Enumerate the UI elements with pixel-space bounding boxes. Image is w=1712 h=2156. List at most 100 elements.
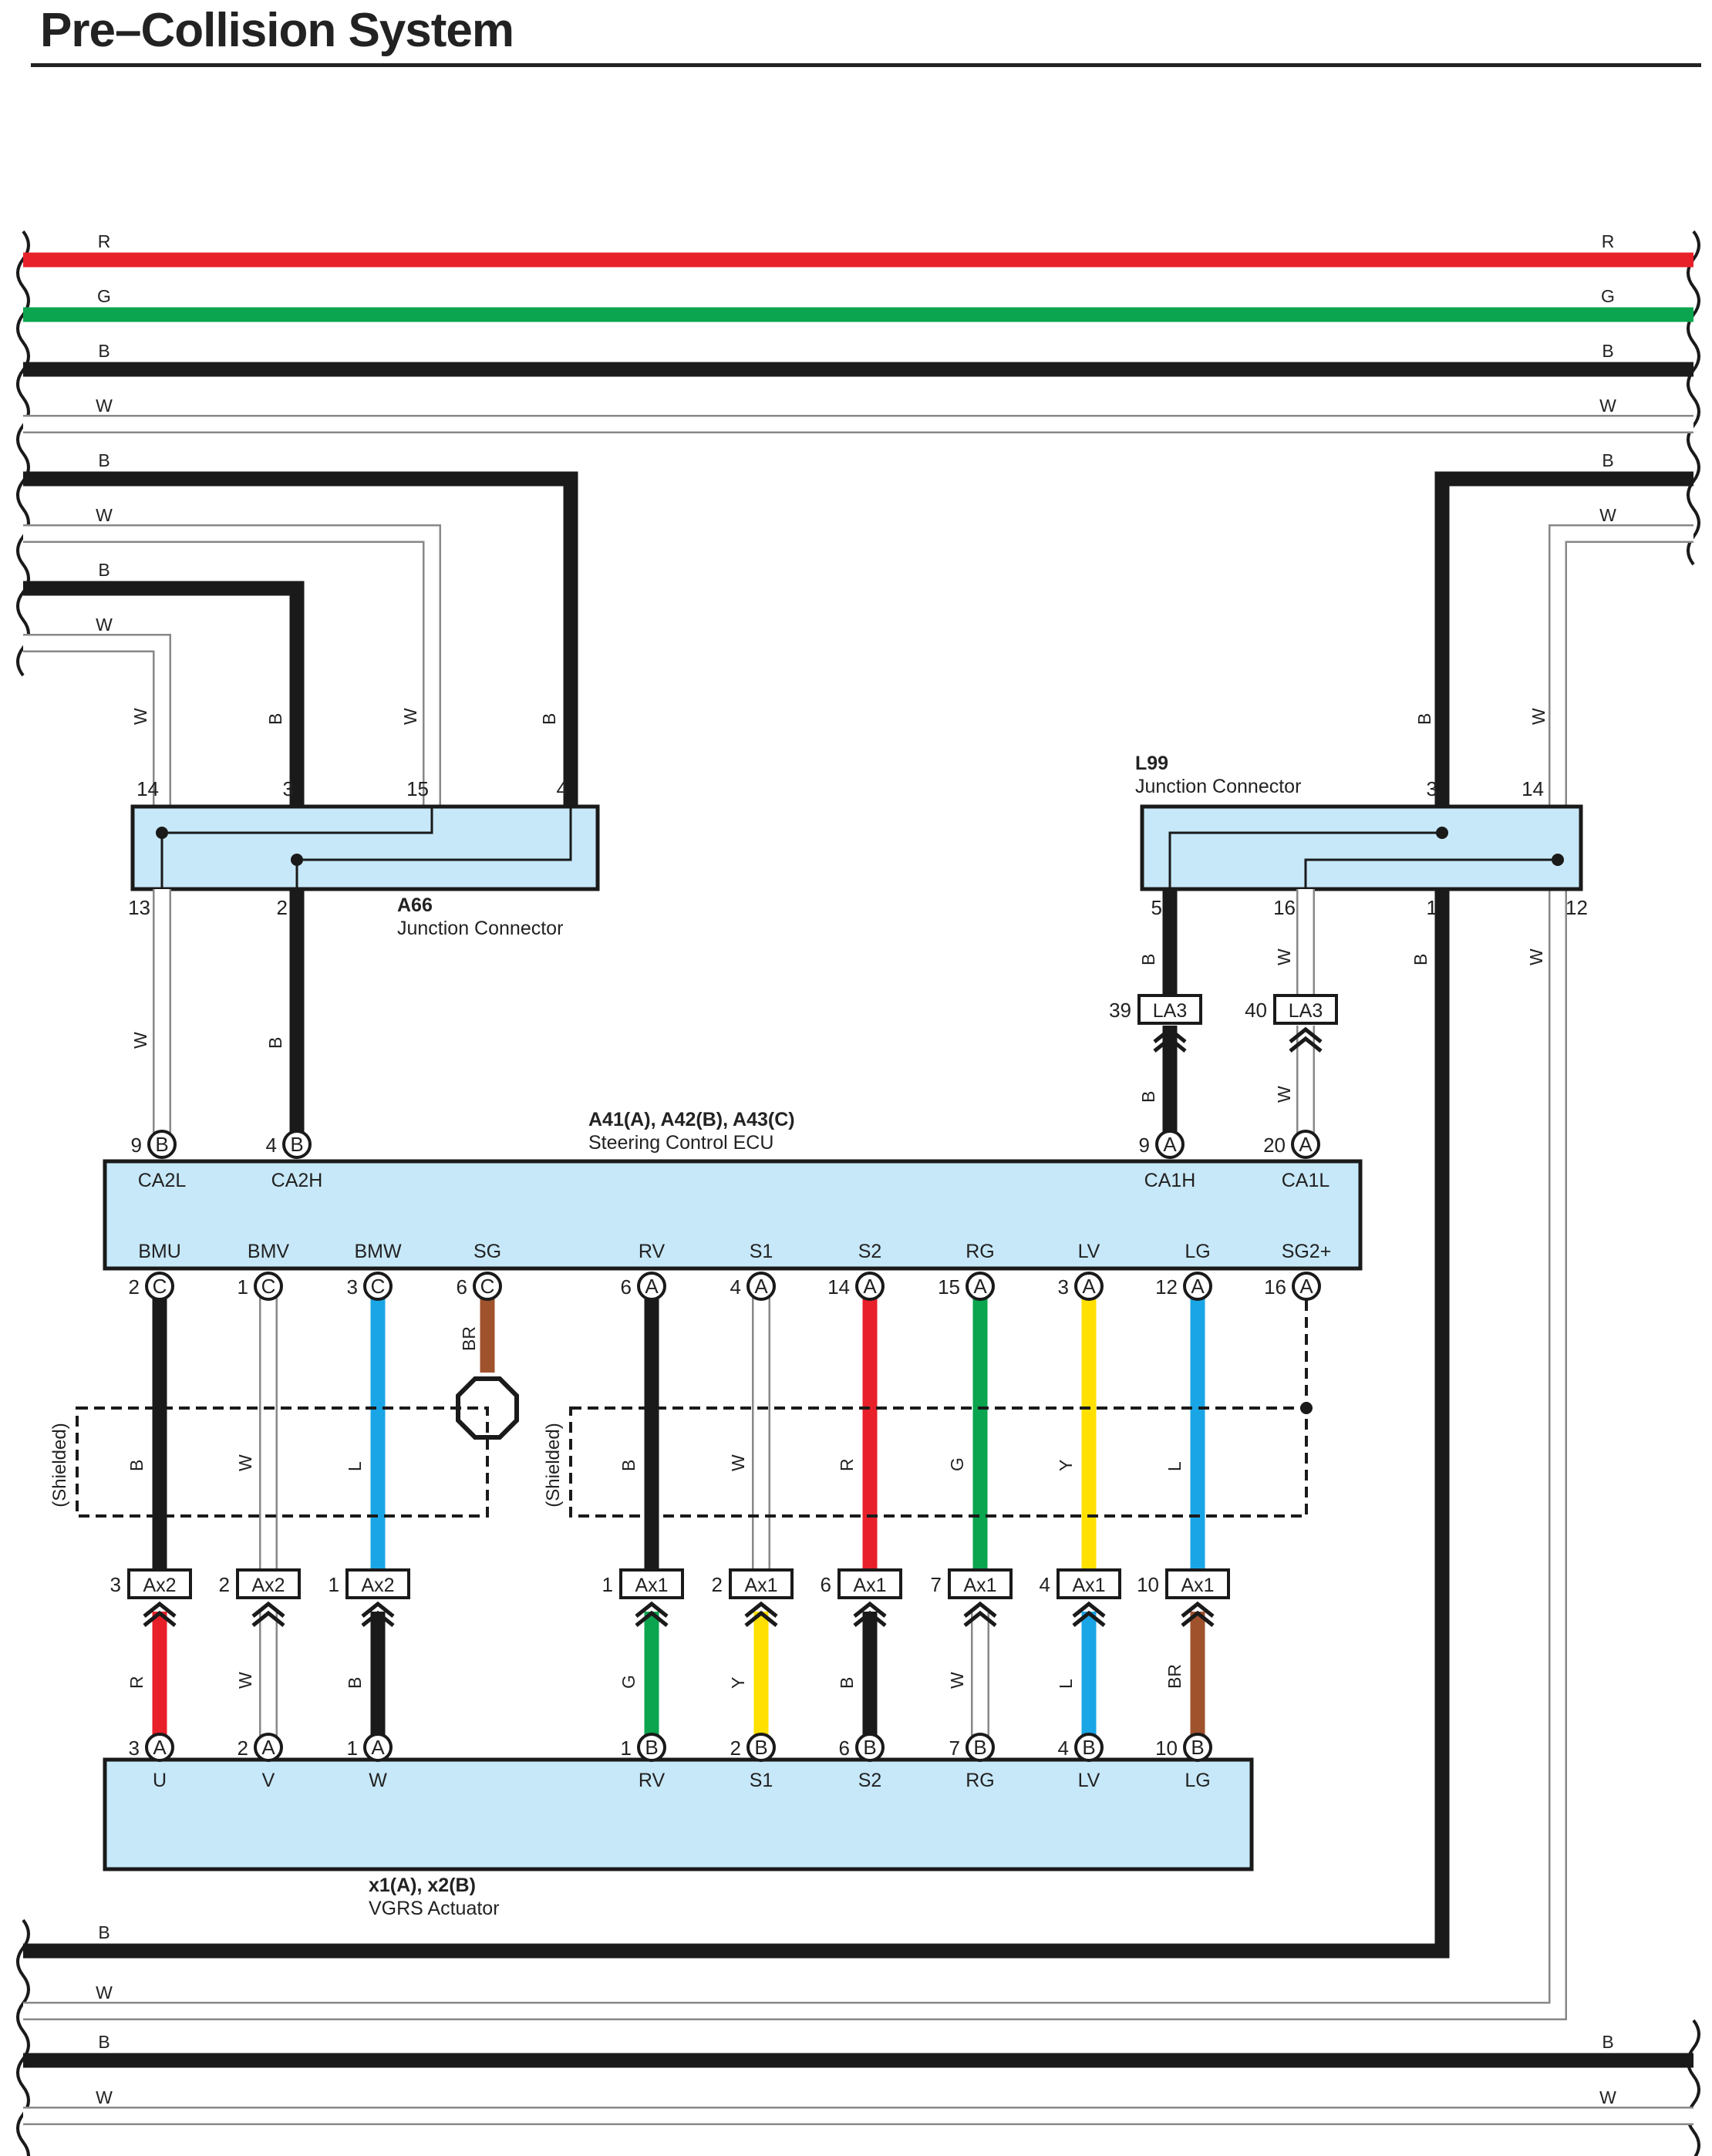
bus-label-left: W [96, 615, 113, 635]
bus-label-right: B [1602, 450, 1613, 470]
continuation-break-mark [1687, 2019, 1700, 2156]
title-rule [31, 63, 1701, 67]
ax-out-wire-label: R [126, 1676, 147, 1689]
a66-top-pin: 14 [136, 777, 159, 800]
terminal-pin-number: 9 [131, 1134, 142, 1157]
terminal-connector-letter: A [1299, 1133, 1313, 1156]
shielded-label: (Shielded) [543, 1423, 564, 1507]
a66-top-pin: 4 [557, 777, 568, 800]
actuator-terminal-label: S2 [858, 1770, 882, 1791]
terminal-connector-letter: C [371, 1275, 386, 1298]
connector-chevron [143, 1610, 177, 1627]
continuation-break-mark [16, 1919, 30, 2156]
terminal-pin-number: 20 [1263, 1134, 1286, 1157]
ecu-code: A41(A), A42(B), A43(C) [588, 1109, 795, 1130]
ecu-top-terminal-label: CA2H [271, 1170, 323, 1191]
continuation-break-mark [16, 230, 30, 677]
terminal-pin-number: 15 [938, 1275, 960, 1299]
connector-chevron [744, 1610, 778, 1627]
terminal-circle [1074, 1272, 1104, 1301]
a66-wire-label: B [265, 713, 285, 725]
connector-chevron [1153, 1036, 1187, 1053]
a66-feed-b3 [23, 581, 305, 808]
terminal-pin-number: 9 [1139, 1134, 1150, 1157]
terminal-circle [147, 1130, 177, 1159]
a66-feed-w15-outline [23, 524, 441, 808]
inline-connector-box [948, 1568, 1013, 1599]
inline-connector-pin: 10 [1137, 1573, 1159, 1596]
terminal-circle [1155, 1130, 1185, 1159]
ax-out-wire-label: L [1056, 1679, 1076, 1689]
terminal-circle [1292, 1272, 1321, 1301]
terminal-connector-letter: C [153, 1275, 167, 1298]
connector-chevron [635, 1601, 669, 1618]
actuator-terminal-label: RV [639, 1770, 666, 1791]
terminal-connector-letter: A [261, 1736, 275, 1759]
terminal-circle [282, 1130, 312, 1159]
terminal-pin-number: 4 [730, 1275, 741, 1299]
ecu-bottom-terminal-label: BMW [354, 1241, 402, 1262]
connector-chevron [251, 1601, 285, 1618]
inline-connector-code: Ax1 [853, 1575, 886, 1596]
l99-feed-w14 [23, 526, 1693, 2019]
terminal-circle [637, 1272, 666, 1301]
terminal-pin-number: 1 [621, 1737, 632, 1760]
actuator-terminal-label: S1 [750, 1770, 773, 1791]
ecu-bottom-terminal-label: S1 [750, 1241, 773, 1262]
l99-top-pin: 3 [1427, 777, 1437, 800]
terminal-connector-letter: A [153, 1736, 167, 1759]
l99-wire-label: W [1528, 708, 1549, 725]
terminal-connector-letter: A [1082, 1275, 1096, 1298]
bus-label-left: B [98, 450, 110, 470]
junction-dot [156, 827, 168, 839]
terminal-pin-number: 2 [238, 1737, 248, 1760]
terminal-circle [1074, 1733, 1104, 1762]
connector-chevron [361, 1601, 395, 1618]
inline-connector-code: Ax2 [143, 1575, 176, 1596]
ecu-bottom-terminal-label: RV [639, 1241, 666, 1262]
terminal-circle [855, 1733, 885, 1762]
terminal-pin-number: 2 [129, 1275, 140, 1299]
bus-label-right: W [1599, 505, 1616, 525]
l99-wire-label: B [1414, 713, 1434, 725]
inline-connector-pin: 39 [1109, 999, 1131, 1022]
l99-internal-link [1304, 858, 1558, 889]
l99-bottom-pin: 12 [1565, 896, 1588, 919]
a66-wire-label: W [130, 708, 150, 725]
terminal-pin-number: 14 [827, 1275, 850, 1299]
terminal-circle [966, 1272, 995, 1301]
ecu-top-terminal-label: CA2L [138, 1170, 187, 1191]
ecu-sg-wire-label: BR [459, 1326, 479, 1351]
connector-chevron [853, 1601, 887, 1618]
inline-connector-box [1273, 994, 1338, 1025]
bus-label-left: R [98, 231, 111, 251]
l99-bottom-pin: 1 [1427, 896, 1437, 919]
inline-connector-code: Ax1 [1181, 1575, 1214, 1596]
terminal-pin-number: 12 [1155, 1275, 1178, 1299]
inline-connector-code: LA3 [1153, 1000, 1187, 1022]
ax-out-wire-label: W [235, 1672, 255, 1689]
connector-chevron [1181, 1610, 1215, 1627]
a66-code: A66 [397, 894, 433, 916]
terminal-pin-number: 4 [266, 1134, 277, 1157]
connector-chevron [963, 1610, 997, 1627]
terminal-pin-number: 3 [347, 1275, 358, 1299]
ecu-out-wire-label: R [837, 1458, 857, 1471]
terminal-circle [966, 1733, 995, 1762]
ecu-bottom-terminal-label: BMV [248, 1241, 290, 1262]
junction-dot [1300, 1402, 1313, 1414]
ax-out-wire-label: BR [1164, 1664, 1185, 1689]
ax-out-wire-label: Y [728, 1677, 748, 1689]
a66-wire-label: B [539, 713, 559, 725]
la3-wire-label: W [1274, 1086, 1294, 1103]
bus-label-right: B [1602, 341, 1613, 361]
terminal-circle [145, 1733, 174, 1762]
connector-chevron [143, 1601, 177, 1618]
l99-out-wire-label: B [1138, 954, 1158, 965]
terminal-pin-number: 1 [347, 1737, 358, 1760]
l99-top-pin: 14 [1522, 777, 1544, 800]
bus-label-right: W [1599, 396, 1616, 416]
ecu-out-wire-label: B [618, 1460, 639, 1471]
steering-ecu-box [103, 1159, 1363, 1271]
ecu-bottom-terminal-label: SG2+ [1282, 1241, 1332, 1262]
